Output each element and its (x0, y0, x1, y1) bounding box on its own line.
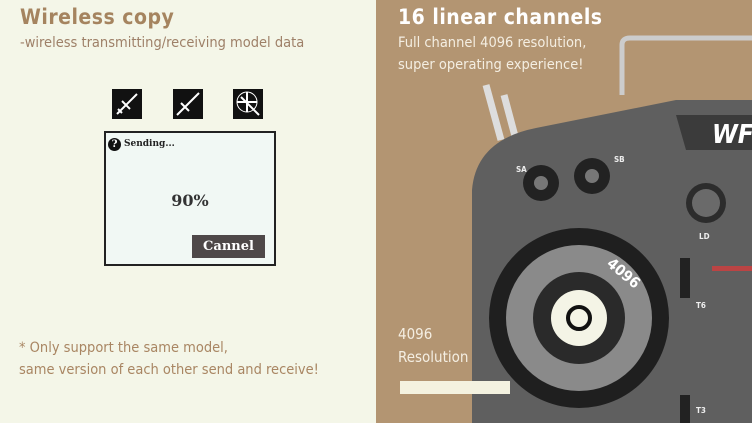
note-line-1: * Only support the same model, (19, 340, 228, 356)
airplane-icon (112, 89, 142, 119)
svg-text:LD: LD (699, 232, 710, 241)
cancel-button[interactable]: Cannel (192, 235, 265, 258)
resolution-value: 4096 (398, 325, 433, 343)
helicopter-icon (233, 89, 263, 119)
transmitter-image: WF SA SB LD 4096 T6 T3 (472, 35, 752, 423)
sending-status: Sending... (124, 139, 175, 149)
svg-text:T6: T6 (696, 301, 706, 310)
feature-line-1: Full channel 4096 resolution, (398, 35, 587, 51)
resolution-label: Resolution (398, 348, 469, 366)
svg-text:SA: SA (516, 165, 527, 174)
svg-text:SB: SB (614, 155, 625, 164)
section-subtitle: -wireless transmitting/receiving model d… (20, 35, 305, 51)
note-line-2: same version of each other send and rece… (19, 362, 319, 378)
resolution-bar (400, 381, 510, 394)
question-icon: ? (108, 138, 121, 151)
section-title: Wireless copy (20, 5, 175, 29)
svg-text:T3: T3 (696, 406, 706, 415)
feature-line-2: super operating experience! (398, 57, 584, 73)
right-panel: WF SA SB LD 4096 T6 T3 16 linear channel… (376, 0, 752, 423)
progress-percent: 90% (171, 191, 209, 210)
section-title: 16 linear channels (398, 5, 603, 29)
sending-dialog: ? Sending... 90% Cannel (104, 131, 276, 266)
left-panel: Wireless copy -wireless transmitting/rec… (0, 0, 376, 423)
brand-text: WF (712, 120, 752, 150)
glider-icon (173, 89, 203, 119)
